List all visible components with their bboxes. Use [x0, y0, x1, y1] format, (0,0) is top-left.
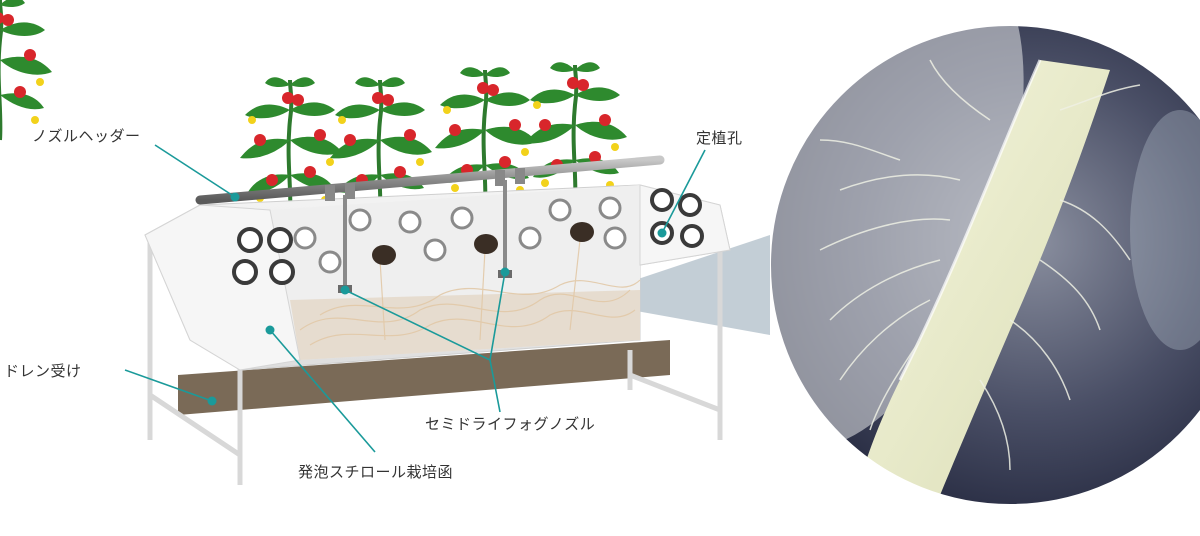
label-nozzle-header: ノズルヘッダー: [32, 127, 141, 145]
stand-legs: [147, 235, 723, 485]
label-styrofoam-box: 発泡スチロール栽培函: [298, 463, 454, 481]
tomato-plant: [0, 0, 52, 141]
tomato-plants: [0, 0, 629, 222]
label-semi-dry-fog-nozzle: セミドライフォグノズル: [425, 415, 596, 433]
styrofoam-box: [144, 184, 731, 371]
drain-tray-shape: [178, 340, 670, 415]
label-drain-tray: ドレン受け: [4, 362, 82, 380]
planting-holes: [232, 188, 704, 285]
leader-dots: [207, 192, 667, 406]
leader-lines: [124, 144, 706, 453]
label-planting-hole: 定植孔: [696, 129, 743, 147]
